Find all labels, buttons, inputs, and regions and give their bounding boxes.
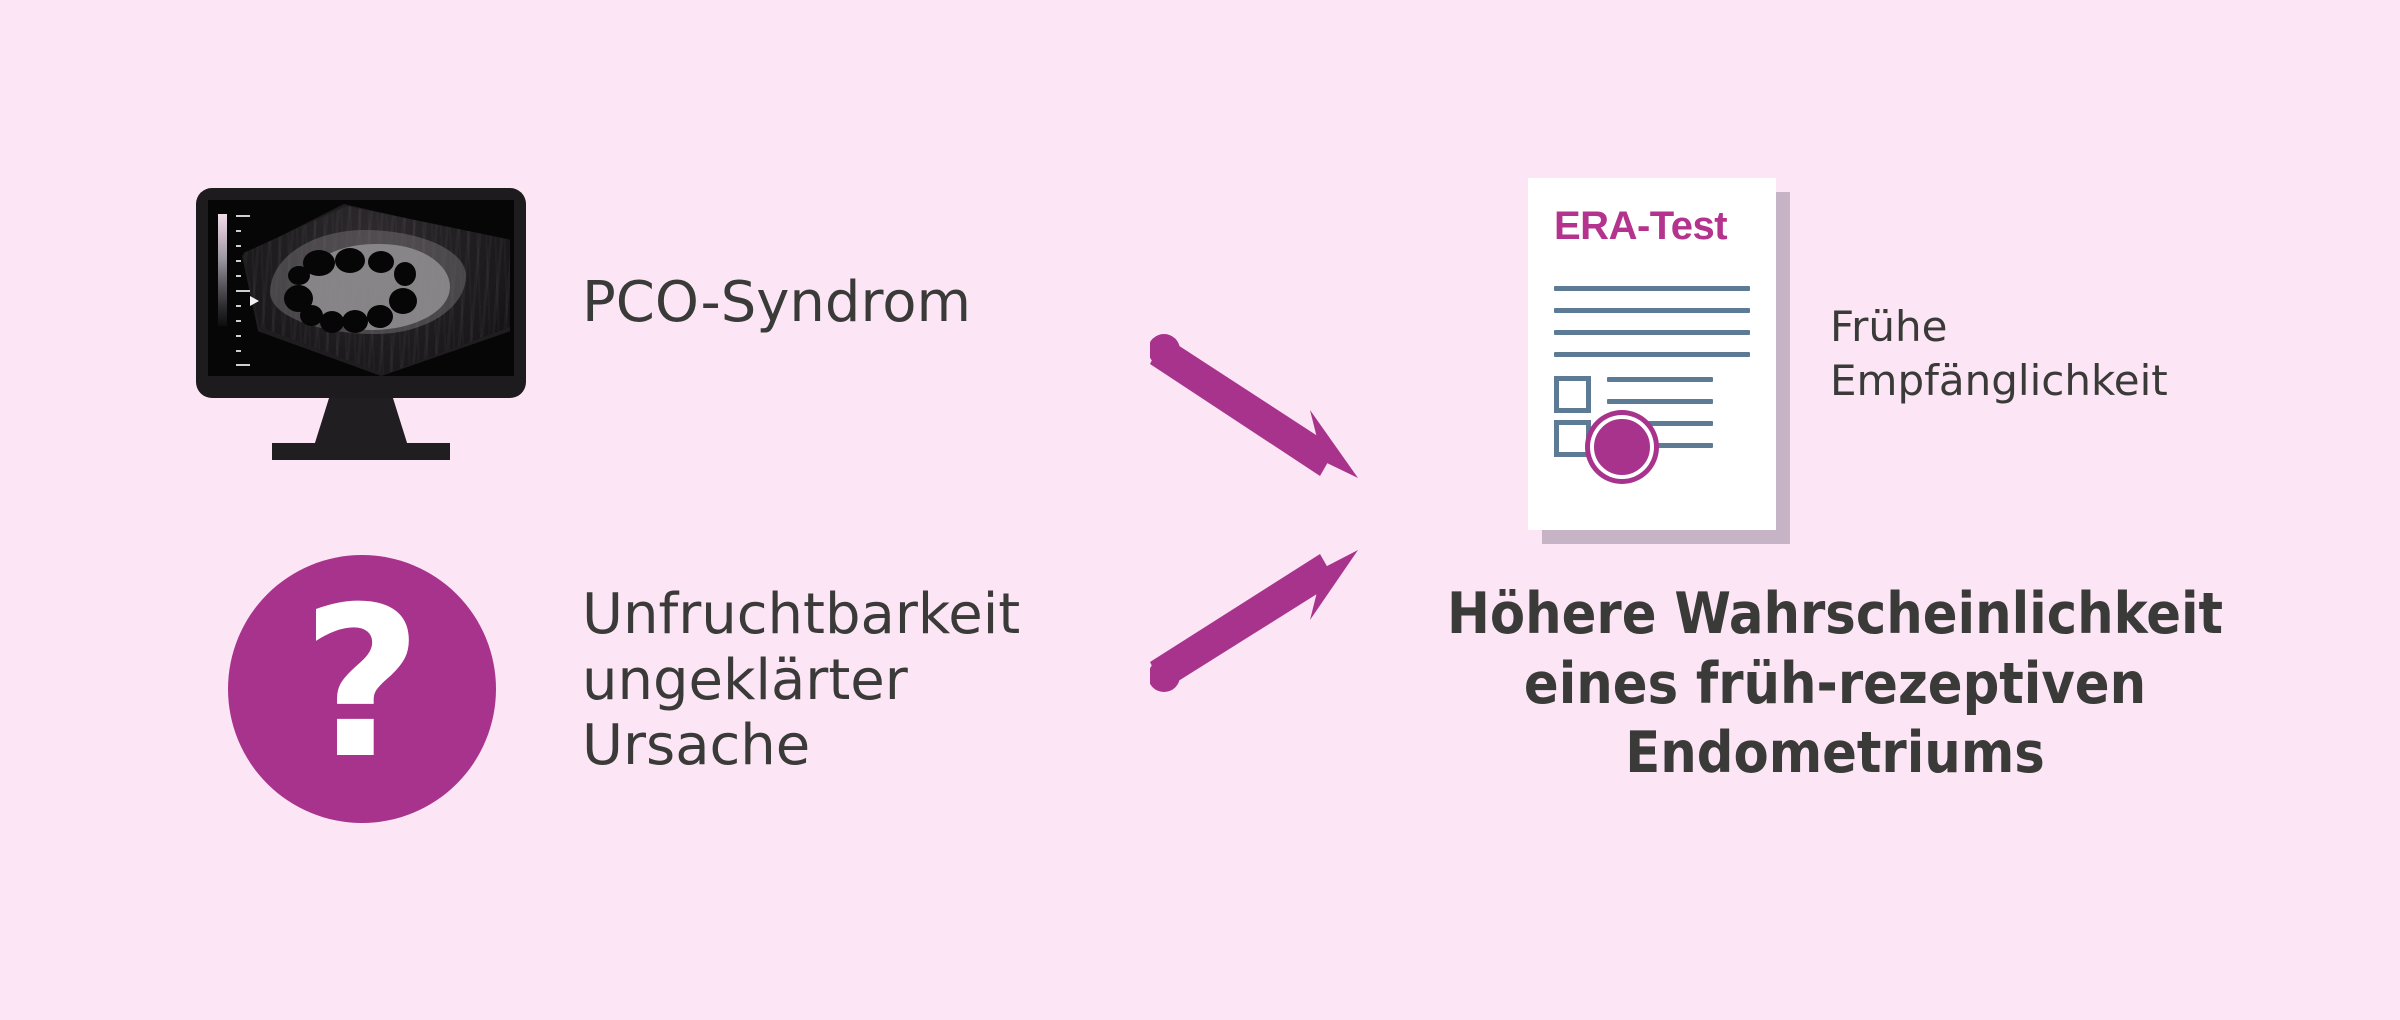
- follicle: [284, 285, 313, 312]
- era-test-document-icon: ERA-Test: [1528, 178, 1790, 544]
- depth-marker-icon: [250, 296, 259, 306]
- document-checkbox[interactable]: [1554, 376, 1591, 413]
- document-line: [1554, 352, 1750, 357]
- follicle: [367, 305, 393, 328]
- ruler-tick: [236, 230, 241, 232]
- document-line: [1607, 399, 1713, 404]
- ruler-tick: [236, 305, 241, 307]
- monitor-stand-neck: [314, 398, 408, 446]
- question-mark-glyph: ?: [301, 563, 423, 805]
- outcome-headline: Höhere Wahrscheinlichkeit eines früh-rez…: [1446, 581, 2224, 787]
- pco-syndrome-label: PCO-Syndrom: [582, 270, 972, 335]
- follicle: [342, 310, 368, 333]
- follicle: [368, 251, 394, 273]
- follicle: [300, 305, 323, 326]
- document-line: [1554, 308, 1750, 313]
- follicle: [320, 311, 344, 333]
- follicle: [335, 248, 365, 273]
- document-line: [1607, 377, 1713, 382]
- arrow-up-right-icon: [1148, 540, 1410, 725]
- ruler-tick: [236, 350, 241, 352]
- follicle: [303, 250, 335, 276]
- ruler-tick: [236, 320, 241, 322]
- follicle: [288, 266, 310, 285]
- ruler-tick: [236, 290, 250, 292]
- ultrasound-gain-bar: [218, 214, 227, 326]
- ultrasound-monitor-icon: [196, 188, 526, 460]
- early-receptivity-label: Frühe Empfänglichkeit: [1830, 302, 2168, 405]
- document-title: ERA-Test: [1554, 204, 1728, 248]
- monitor-stand-base: [272, 443, 450, 460]
- ruler-tick: [236, 364, 250, 366]
- unexplained-infertility-label: Unfruchtbarkeit ungeklärter Ursache: [582, 582, 1021, 779]
- document-line: [1607, 421, 1713, 426]
- question-mark-circle-icon: ?: [228, 555, 496, 823]
- ruler-tick: [236, 275, 241, 277]
- document-line: [1554, 330, 1750, 335]
- document-checkbox[interactable]: [1554, 420, 1591, 457]
- document-line: [1554, 286, 1750, 291]
- question-circle-disc: ?: [228, 555, 496, 823]
- arrow-down-right-icon: [1148, 330, 1410, 515]
- document-page: ERA-Test: [1528, 178, 1776, 530]
- follicle: [389, 288, 417, 314]
- ruler-tick: [236, 335, 241, 337]
- follicle: [394, 262, 416, 286]
- ruler-tick: [236, 215, 250, 217]
- monitor-screen: [208, 200, 514, 376]
- document-line: [1607, 443, 1713, 448]
- ruler-tick: [236, 245, 241, 247]
- ruler-tick: [236, 260, 241, 262]
- result-marker-badge: [1594, 419, 1650, 475]
